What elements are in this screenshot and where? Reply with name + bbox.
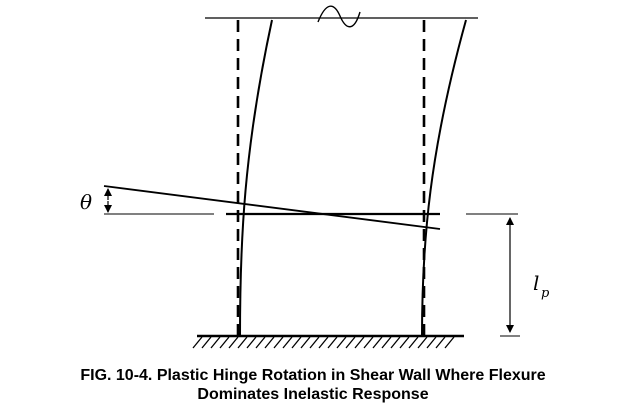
lp-subscript: p	[541, 286, 550, 301]
hatch-mark	[282, 336, 293, 349]
hatch-mark	[408, 336, 419, 349]
hatch-mark	[201, 336, 212, 349]
hatch-mark	[228, 336, 239, 349]
hatch-mark	[273, 336, 284, 349]
hatch-mark	[318, 336, 329, 349]
hatch-mark	[354, 336, 365, 349]
hatch-mark	[417, 336, 428, 349]
plastic-hinge-diagram: θ l p	[80, 5, 550, 349]
hatch-mark	[300, 336, 311, 349]
hatch-mark	[309, 336, 320, 349]
hatch-mark	[345, 336, 356, 349]
break-symbol	[317, 5, 361, 28]
right-deformed-edge	[421, 19, 467, 337]
ground-hatching	[192, 336, 455, 349]
hatch-mark	[219, 336, 230, 349]
hatch-mark	[237, 336, 248, 349]
hatch-mark	[192, 336, 203, 349]
hatch-mark	[264, 336, 275, 349]
hatch-mark	[381, 336, 392, 349]
hatch-mark	[291, 336, 302, 349]
hatch-mark	[444, 336, 455, 349]
hatch-mark	[372, 336, 383, 349]
hatch-mark	[363, 336, 374, 349]
caption-line-1: FIG. 10-4. Plastic Hinge Rotation in She…	[80, 367, 546, 384]
lp-label: l	[533, 271, 539, 295]
hatch-mark	[435, 336, 446, 349]
left-deformed-edge	[239, 19, 273, 337]
hatch-mark	[210, 336, 221, 349]
hatch-mark	[336, 336, 347, 349]
figure-caption: FIG. 10-4. Plastic Hinge Rotation in She…	[0, 366, 626, 404]
caption-line-2: Dominates Inelastic Response	[197, 386, 429, 403]
hatch-mark	[390, 336, 401, 349]
hatch-mark	[327, 336, 338, 349]
hatch-mark	[246, 336, 257, 349]
hatch-mark	[255, 336, 266, 349]
hatch-mark	[399, 336, 410, 349]
hatch-mark	[426, 336, 437, 349]
theta-label: θ	[80, 190, 92, 214]
rotated-section-line	[103, 185, 441, 230]
